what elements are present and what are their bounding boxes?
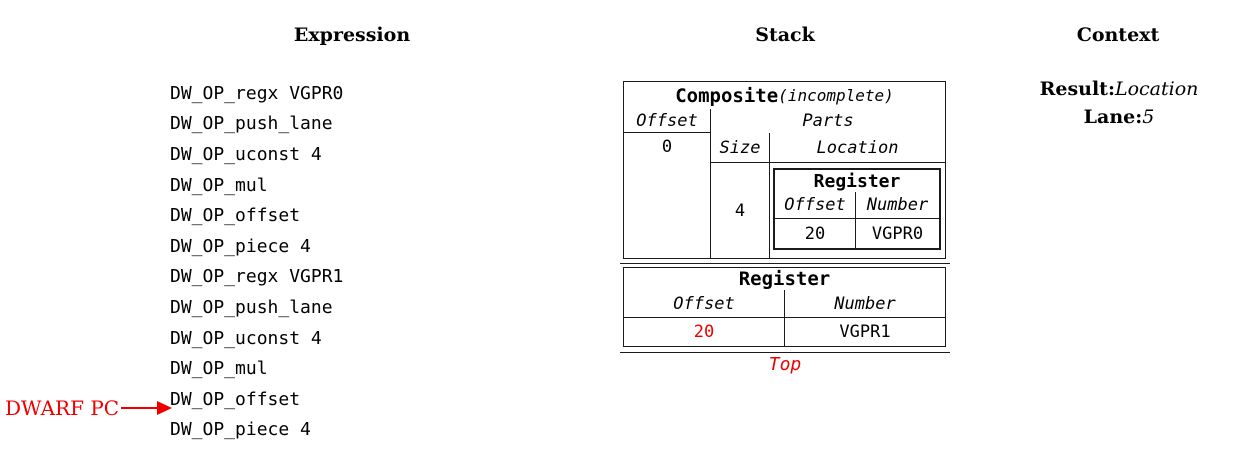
composite-body: Offset 0 Parts Size Location 4 Register … <box>624 109 945 258</box>
context-lane-line: Lane:5 <box>999 106 1239 128</box>
expression-line: DW_OP_push_lane <box>170 296 333 318</box>
context-result-line: Result:Location <box>999 78 1239 100</box>
context-lane-label: Lane: <box>1083 106 1143 128</box>
expression-line: DW_OP_piece 4 <box>170 419 311 441</box>
stack-top-label: Top <box>768 354 802 375</box>
part-register-number-value: VGPR0 <box>871 223 924 244</box>
part-register-number-header: Number <box>866 195 929 215</box>
expression-line: DW_OP_uconst 4 <box>170 327 322 349</box>
expression-line: DW_OP_piece 4 <box>170 235 311 257</box>
expression-line: DW_OP_regx VGPR0 <box>170 82 344 104</box>
parts-subheader-row: Size Location <box>711 133 945 163</box>
expression-list: DW_OP_regx VGPR0 DW_OP_push_lane DW_OP_u… <box>170 78 343 445</box>
part-location-cell: Register Offset Number 20 VGPR0 <box>770 163 945 258</box>
expression-line: DW_OP_offset <box>170 205 301 227</box>
part-register-value-row: 20 VGPR0 <box>775 219 939 248</box>
stack-slot-composite: Composite(incomplete) Offset 0 Parts Siz… <box>623 81 946 259</box>
register-offset-header: Offset <box>624 290 785 317</box>
expression-line: DW_OP_mul <box>170 174 268 196</box>
composite-parts-header: Parts <box>802 111 854 131</box>
part-register-offset-header: Offset <box>775 192 856 218</box>
part-register-offset-value: 20 <box>775 219 856 248</box>
dwarf-pc-arrow-shaft <box>121 407 158 409</box>
dwarf-pc-arrow-icon <box>157 401 173 415</box>
stack-slot-register: Register Offset Number 20 VGPR1 <box>623 267 946 347</box>
part-register-title: Register <box>813 170 901 192</box>
composite-parts-column: Parts Size Location 4 Register Offset Nu… <box>711 109 945 258</box>
composite-offset-value: 0 <box>661 136 673 157</box>
context-lane-value: 5 <box>1142 106 1155 128</box>
context-result-label: Result: <box>1039 78 1115 100</box>
composite-title-row: Composite(incomplete) <box>624 82 945 109</box>
register-header-row: Offset Number <box>624 290 945 318</box>
stack-column-header: Stack <box>755 24 815 46</box>
composite-offset-header: Offset <box>624 109 710 133</box>
dwarf-pc-label: DWARF PC <box>5 396 120 420</box>
expression-column-header: Expression <box>293 24 411 46</box>
expression-line: DW_OP_offset <box>170 388 301 410</box>
composite-offset-column: Offset 0 <box>624 109 711 258</box>
register-number-header: Number <box>834 293 896 314</box>
part-register-header-row: Offset Number <box>775 192 939 219</box>
expression-line: DW_OP_regx VGPR1 <box>170 266 344 288</box>
register-value-row: 20 VGPR1 <box>624 318 945 346</box>
part-location-header: Location <box>816 137 899 158</box>
register-offset-value: 20 <box>624 318 785 346</box>
part-size-header: Size <box>711 133 770 162</box>
stack-bottom-rule <box>620 352 950 354</box>
dwarf-pc-pointer: DWARF PC <box>5 396 173 420</box>
composite-incomplete-flag: (incomplete) <box>778 86 894 105</box>
expression-line: DW_OP_uconst 4 <box>170 143 322 165</box>
parts-content-row: 4 Register Offset Number 20 VGPR0 <box>711 163 945 258</box>
part-size-value: 4 <box>711 163 770 258</box>
register-title: Register <box>738 268 831 290</box>
context-result-value: Location <box>1114 78 1199 100</box>
context-column-header: Context <box>1076 24 1160 46</box>
composite-title: Composite <box>675 84 779 107</box>
part-register-box: Register Offset Number 20 VGPR0 <box>773 168 941 250</box>
expression-line: DW_OP_push_lane <box>170 113 333 135</box>
register-number-value: VGPR1 <box>839 322 891 342</box>
stack-slot-divider-rule <box>620 263 950 265</box>
expression-line: DW_OP_mul <box>170 358 268 380</box>
